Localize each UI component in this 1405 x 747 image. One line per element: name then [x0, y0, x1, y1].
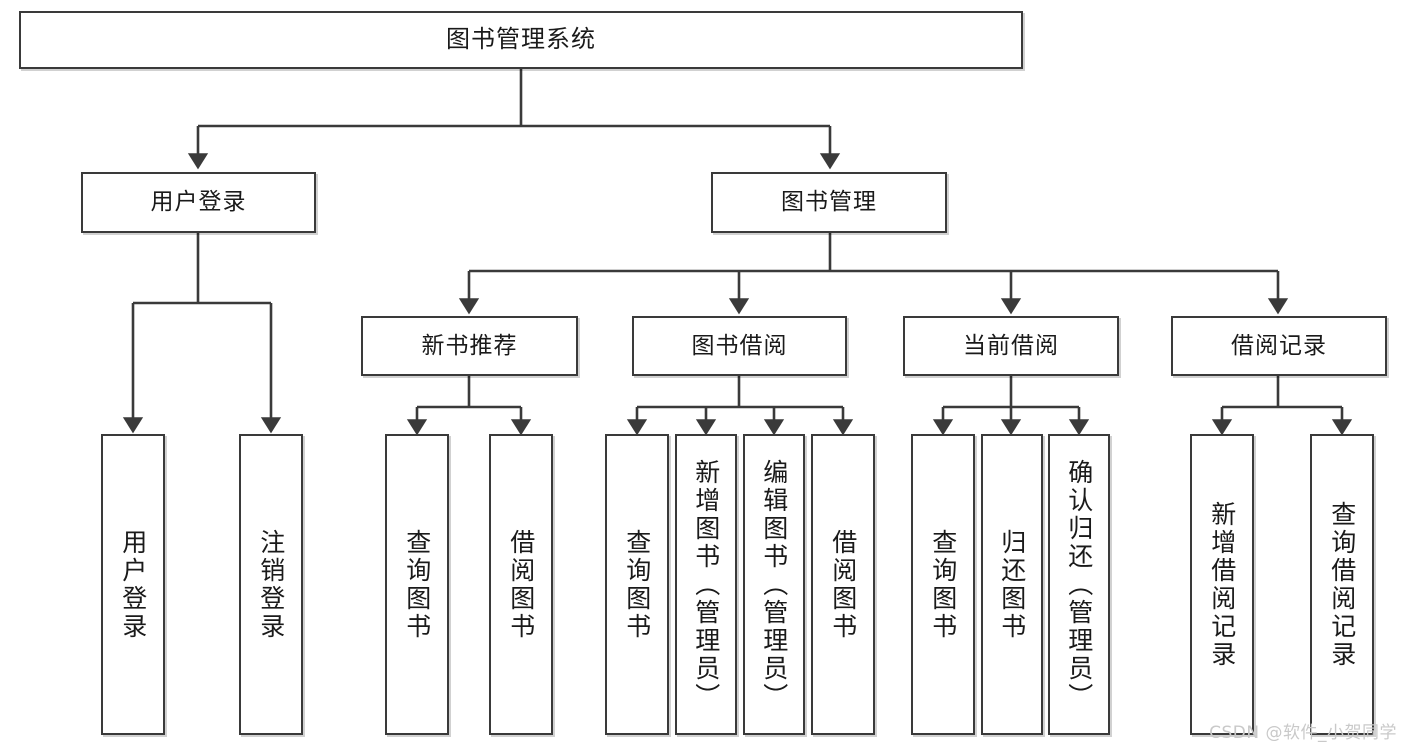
node-label: 借阅记录	[1231, 332, 1327, 359]
csdn-watermark: CSDN @软件_小贺同学	[1209, 723, 1397, 743]
node-label: 借阅图书	[506, 528, 536, 641]
node-label: 用户登录	[118, 528, 148, 641]
leaf-current-return-book[interactable]: 归还图书	[981, 434, 1043, 735]
node-root-book-management-system[interactable]: 图书管理系统	[19, 11, 1023, 69]
node-label: 注销登录	[256, 528, 286, 641]
leaf-recommend-query-book[interactable]: 查询图书	[385, 434, 449, 735]
node-borrow-record[interactable]: 借阅记录	[1171, 316, 1387, 376]
node-label: 新增图书（管理员）	[691, 458, 721, 711]
node-user-login[interactable]: 用户登录	[81, 172, 316, 233]
node-new-book-recommend[interactable]: 新书推荐	[361, 316, 578, 376]
leaf-recommend-borrow-book[interactable]: 借阅图书	[489, 434, 553, 735]
node-current-borrow[interactable]: 当前借阅	[903, 316, 1119, 376]
leaf-borrow-borrow-book[interactable]: 借阅图书	[811, 434, 875, 735]
node-label: 查询图书	[622, 528, 652, 641]
leaf-user-login-login[interactable]: 用户登录	[101, 434, 165, 735]
node-label: 归还图书	[997, 528, 1027, 641]
node-label: 借阅图书	[828, 528, 858, 641]
node-label: 图书管理	[781, 189, 877, 216]
node-label: 新增借阅记录	[1207, 500, 1237, 669]
node-label: 图书借阅	[691, 332, 788, 359]
node-book-borrow[interactable]: 图书借阅	[632, 316, 847, 376]
node-label: 查询图书	[928, 528, 958, 641]
node-label: 编辑图书（管理员）	[759, 458, 789, 711]
leaf-current-query-book[interactable]: 查询图书	[911, 434, 975, 735]
leaf-borrow-edit-book-admin[interactable]: 编辑图书（管理员）	[743, 434, 805, 735]
leaf-borrow-query-book[interactable]: 查询图书	[605, 434, 669, 735]
node-label: 查询图书	[402, 528, 432, 641]
node-label: 确认归还（管理员）	[1064, 458, 1094, 711]
node-book-management[interactable]: 图书管理	[711, 172, 947, 233]
leaf-user-login-logout[interactable]: 注销登录	[239, 434, 303, 735]
leaf-record-add-record[interactable]: 新增借阅记录	[1190, 434, 1254, 735]
node-label: 当前借阅	[963, 332, 1059, 359]
node-label: 图书管理系统	[446, 25, 596, 54]
leaf-borrow-add-book-admin[interactable]: 新增图书（管理员）	[675, 434, 737, 735]
node-label: 用户登录	[150, 189, 247, 216]
leaf-current-confirm-return-admin[interactable]: 确认归还（管理员）	[1048, 434, 1110, 735]
node-label: 新书推荐	[421, 332, 518, 359]
leaf-record-query-record[interactable]: 查询借阅记录	[1310, 434, 1374, 735]
node-label: 查询借阅记录	[1327, 500, 1357, 669]
